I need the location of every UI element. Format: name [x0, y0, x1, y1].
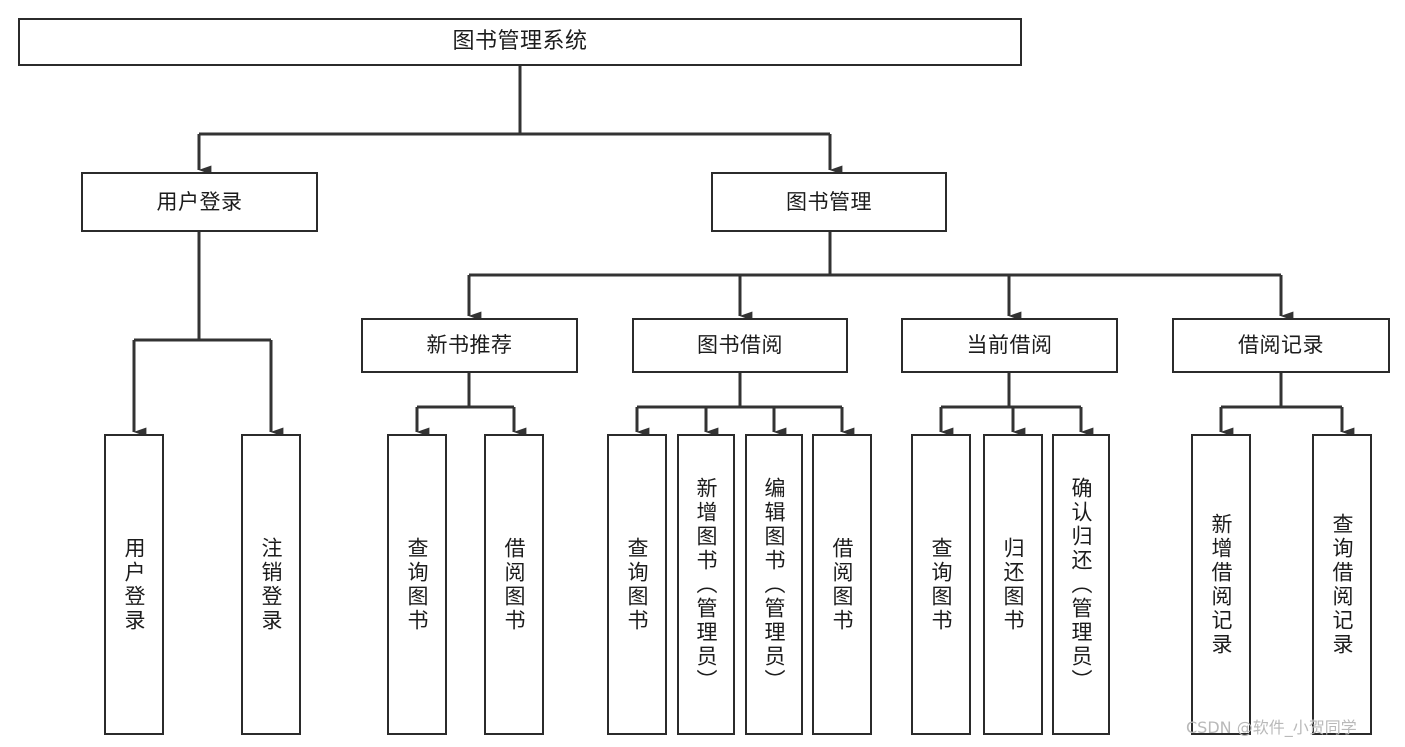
node-leaf-logout-label: 注销登录: [259, 536, 284, 633]
node-leaf-query-book-3-label: 查询图书: [929, 536, 954, 633]
node-leaf-query-book-1-label: 查询图书: [405, 536, 430, 633]
node-leaf-query-book-2[interactable]: 查询图书: [607, 434, 667, 735]
node-book-borrow[interactable]: 图书借阅: [632, 318, 848, 373]
node-leaf-add-book-label: 新增图书（管理员）: [694, 476, 719, 693]
node-leaf-query-book-1[interactable]: 查询图书: [387, 434, 447, 735]
node-new-book-rec[interactable]: 新书推荐: [361, 318, 578, 373]
node-leaf-query-book-3[interactable]: 查询图书: [911, 434, 971, 735]
node-leaf-edit-book-label: 编辑图书（管理员）: [762, 476, 787, 693]
node-book-borrow-label: 图书借阅: [697, 333, 783, 358]
node-leaf-user-login-label: 用户登录: [122, 536, 147, 633]
node-book-manage-label: 图书管理: [786, 189, 872, 214]
node-user-login[interactable]: 用户登录: [81, 172, 318, 232]
node-borrow-record-label: 借阅记录: [1238, 333, 1324, 358]
node-leaf-query-book-2-label: 查询图书: [625, 536, 650, 633]
node-leaf-confirm-return[interactable]: 确认归还（管理员）: [1052, 434, 1110, 735]
node-leaf-return-book[interactable]: 归还图书: [983, 434, 1043, 735]
node-leaf-query-record[interactable]: 查询借阅记录: [1312, 434, 1372, 735]
node-leaf-return-book-label: 归还图书: [1001, 536, 1026, 633]
node-leaf-user-login[interactable]: 用户登录: [104, 434, 164, 735]
node-leaf-add-record-label: 新增借阅记录: [1209, 512, 1234, 657]
node-leaf-edit-book[interactable]: 编辑图书（管理员）: [745, 434, 803, 735]
node-leaf-confirm-return-label: 确认归还（管理员）: [1069, 476, 1094, 693]
node-root[interactable]: 图书管理系统: [18, 18, 1022, 66]
node-user-login-label: 用户登录: [156, 189, 243, 214]
node-new-book-rec-label: 新书推荐: [426, 333, 513, 358]
node-borrow-record[interactable]: 借阅记录: [1172, 318, 1390, 373]
node-leaf-borrow-book-2-label: 借阅图书: [830, 536, 855, 633]
csdn-watermark: CSDN @软件_小贺同学: [1186, 718, 1357, 737]
node-current-borrow[interactable]: 当前借阅: [901, 318, 1118, 373]
node-book-manage[interactable]: 图书管理: [711, 172, 947, 232]
node-leaf-logout[interactable]: 注销登录: [241, 434, 301, 735]
node-leaf-add-book[interactable]: 新增图书（管理员）: [677, 434, 735, 735]
node-current-borrow-label: 当前借阅: [966, 333, 1053, 358]
node-leaf-borrow-book-1-label: 借阅图书: [502, 536, 527, 633]
node-leaf-borrow-book-2[interactable]: 借阅图书: [812, 434, 872, 735]
node-root-label: 图书管理系统: [452, 29, 588, 55]
node-leaf-borrow-book-1[interactable]: 借阅图书: [484, 434, 544, 735]
node-leaf-add-record[interactable]: 新增借阅记录: [1191, 434, 1251, 735]
node-leaf-query-record-label: 查询借阅记录: [1330, 512, 1355, 657]
